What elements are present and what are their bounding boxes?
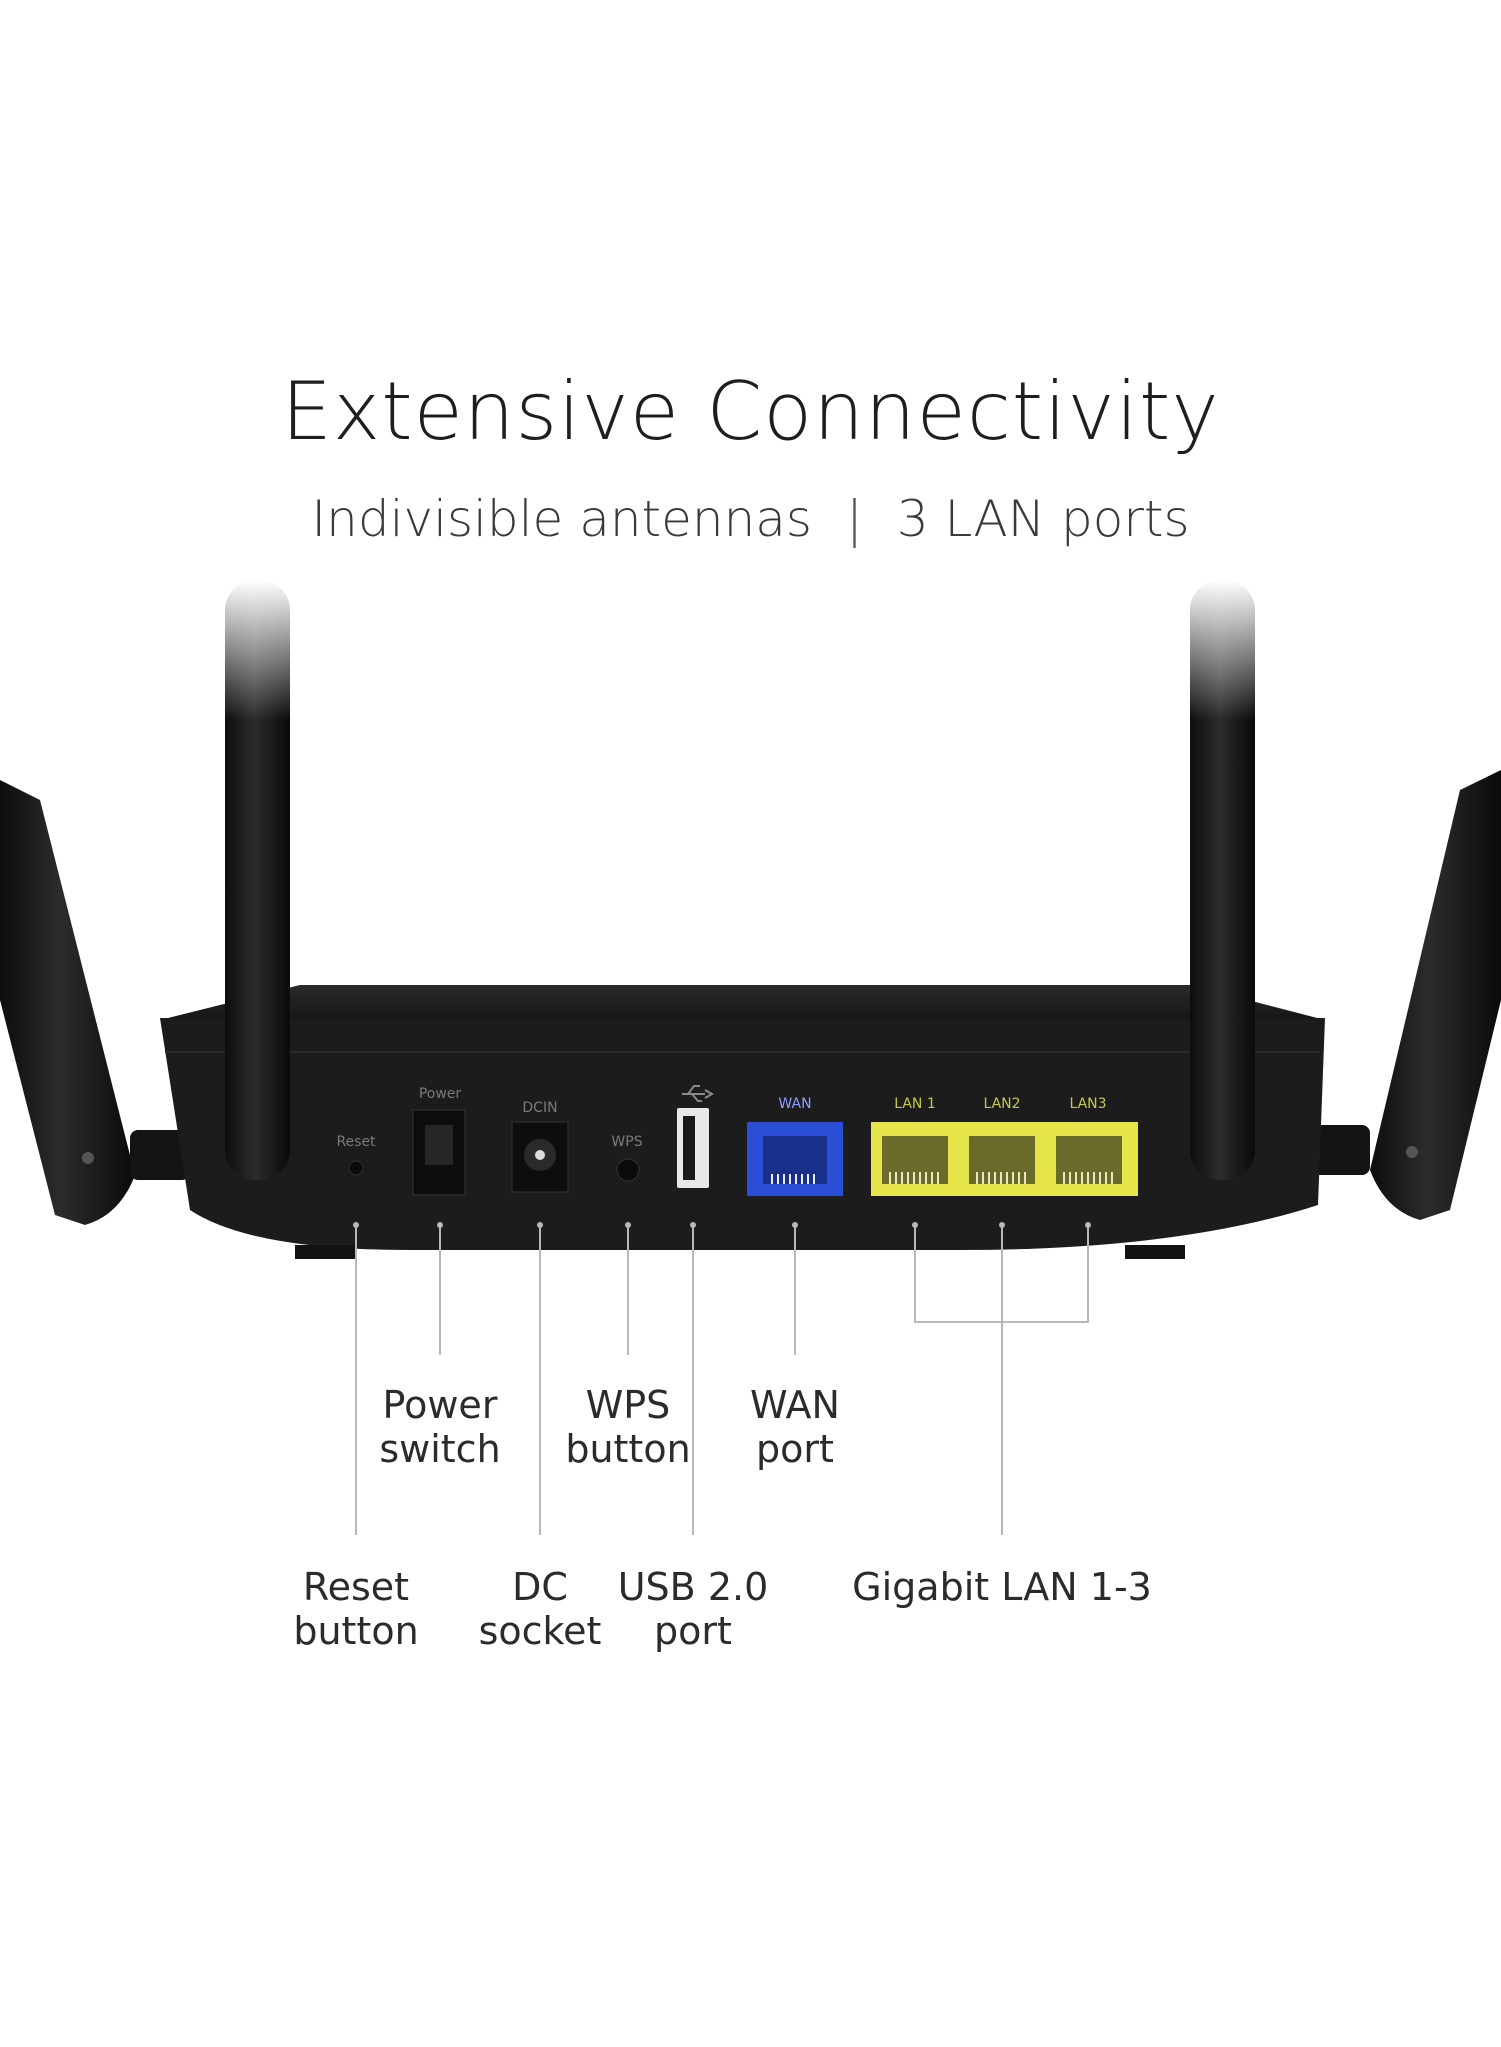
lan-port-3: [1056, 1136, 1122, 1184]
panel-label-lan3: LAN3: [1069, 1096, 1106, 1112]
callout-wps-line1: WPS: [585, 1383, 671, 1427]
antenna-left-outer: [0, 780, 135, 1225]
callout-wan-port: WAN port: [715, 1383, 875, 1471]
callout-wan-line1: WAN: [750, 1383, 840, 1427]
antenna-right-outer: [1370, 770, 1501, 1220]
antenna-right-inner: [1190, 580, 1255, 1180]
callout-dc-line2: socket: [478, 1609, 602, 1653]
lan-port-2: [969, 1136, 1035, 1184]
callout-power-line2: switch: [379, 1427, 501, 1471]
power-switch-rocker: [425, 1125, 453, 1165]
callout-reset-line2: button: [293, 1609, 419, 1653]
panel-label-wps: WPS: [611, 1134, 642, 1150]
callout-wan-line2: port: [756, 1427, 834, 1471]
hinge-right: [1310, 1125, 1370, 1175]
panel-label-power: Power: [419, 1086, 462, 1102]
panel-label-reset: Reset: [336, 1134, 376, 1150]
callout-power-switch: Power switch: [360, 1383, 520, 1471]
subtitle-separator: |: [845, 490, 863, 548]
callout-lan-line1: Gigabit LAN 1-3: [852, 1565, 1152, 1609]
usb-icon: [682, 1085, 715, 1102]
headline-title: Extensive Connectivity: [281, 365, 1220, 458]
callout-usb-line2: port: [654, 1609, 732, 1653]
subtitle-antennas: Indivisible antennas: [311, 490, 812, 548]
subtitle-lan-ports: 3 LAN ports: [896, 490, 1190, 548]
reset-button: [348, 1160, 364, 1176]
callout-reset-button: Reset button: [271, 1565, 441, 1653]
hinge-left: [130, 1130, 190, 1180]
callout-dc-socket: DC socket: [460, 1565, 620, 1653]
callout-wps-line2: button: [565, 1427, 691, 1471]
leader-lines: [355, 1225, 1089, 1535]
router-body: [160, 985, 1325, 1259]
callout-usb-port: USB 2.0 port: [603, 1565, 783, 1653]
callout-reset-line1: Reset: [302, 1565, 410, 1609]
callout-gigabit-lan: Gigabit LAN 1-3: [842, 1565, 1162, 1609]
panel-label-wan: WAN: [778, 1096, 811, 1112]
panel-label-dcin: DCIN: [522, 1100, 557, 1116]
wps-button: [616, 1158, 640, 1182]
antenna-left-inner: [225, 580, 290, 1180]
callout-power-line1: Power: [382, 1383, 498, 1427]
callout-usb-line1: USB 2.0: [617, 1565, 769, 1609]
lan-port-1: [882, 1136, 948, 1184]
callout-dc-line1: DC: [512, 1565, 568, 1609]
panel-label-lan1: LAN 1: [894, 1096, 936, 1112]
panel-label-lan2: LAN2: [983, 1096, 1020, 1112]
headline-subtitle: Indivisible antennas | 3 LAN ports: [0, 490, 1501, 548]
callout-wps-button: WPS button: [548, 1383, 708, 1471]
